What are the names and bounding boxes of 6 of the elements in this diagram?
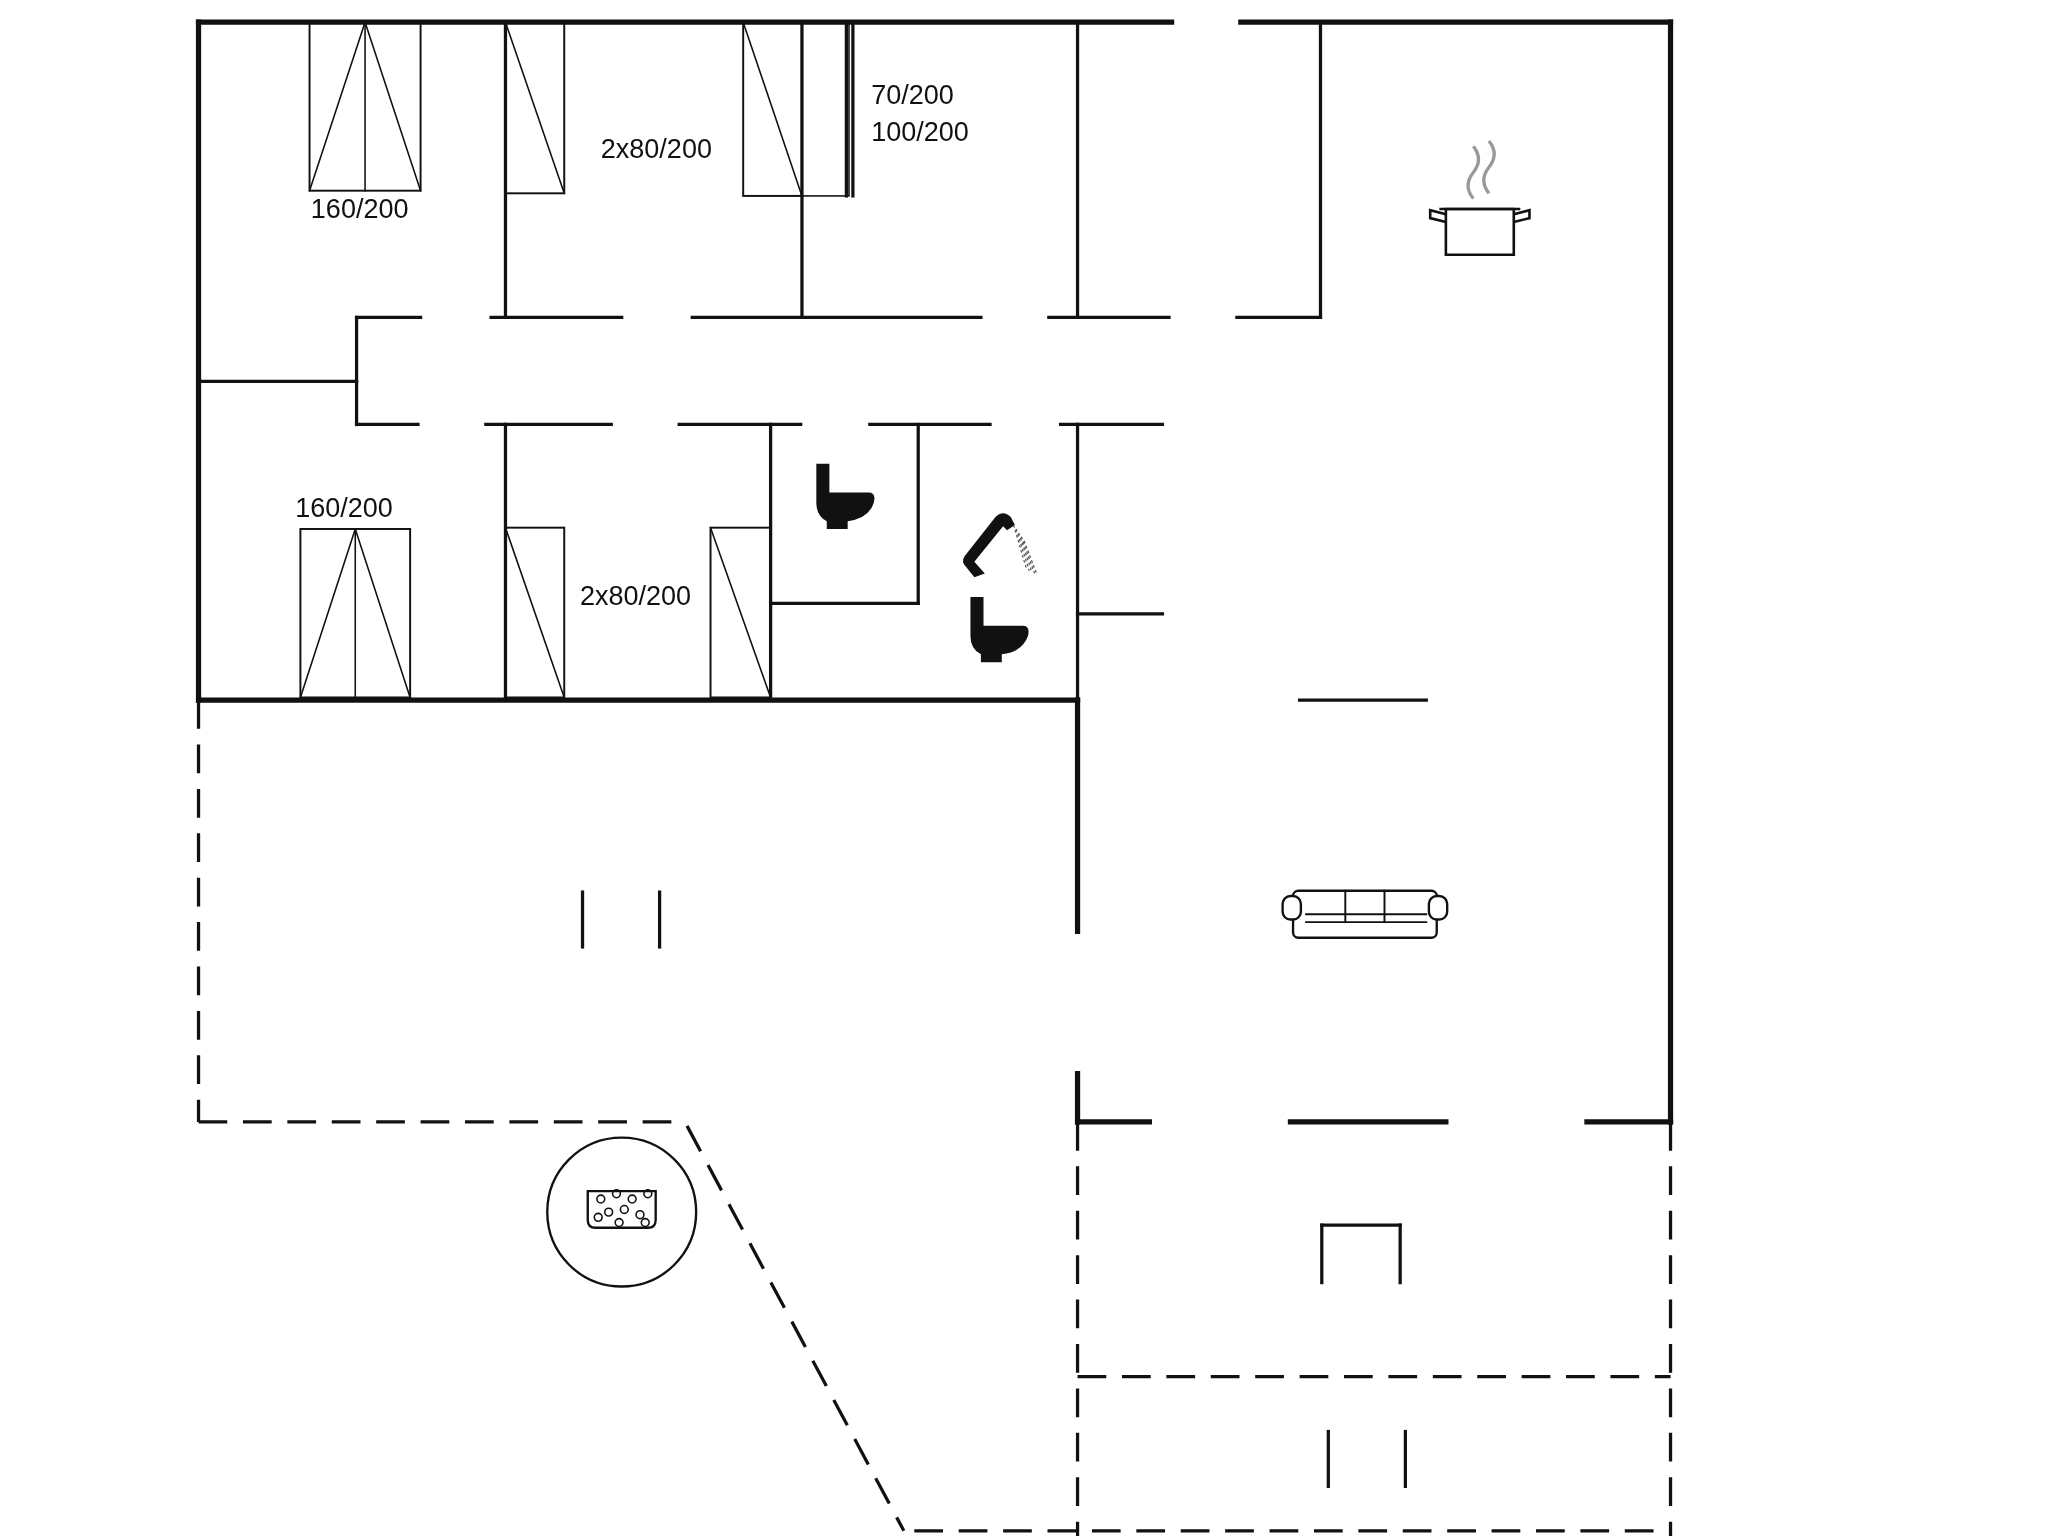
bed-size-label: 160/200 xyxy=(310,195,409,223)
bed-size-label: 70/200 xyxy=(871,82,954,110)
bed-size-label: 100/200 xyxy=(871,118,969,146)
bed-size-label: 160/200 xyxy=(295,495,393,522)
bed-size-label: 2x80/200 xyxy=(600,135,712,163)
bed-size-label: 2x80/200 xyxy=(579,582,691,610)
